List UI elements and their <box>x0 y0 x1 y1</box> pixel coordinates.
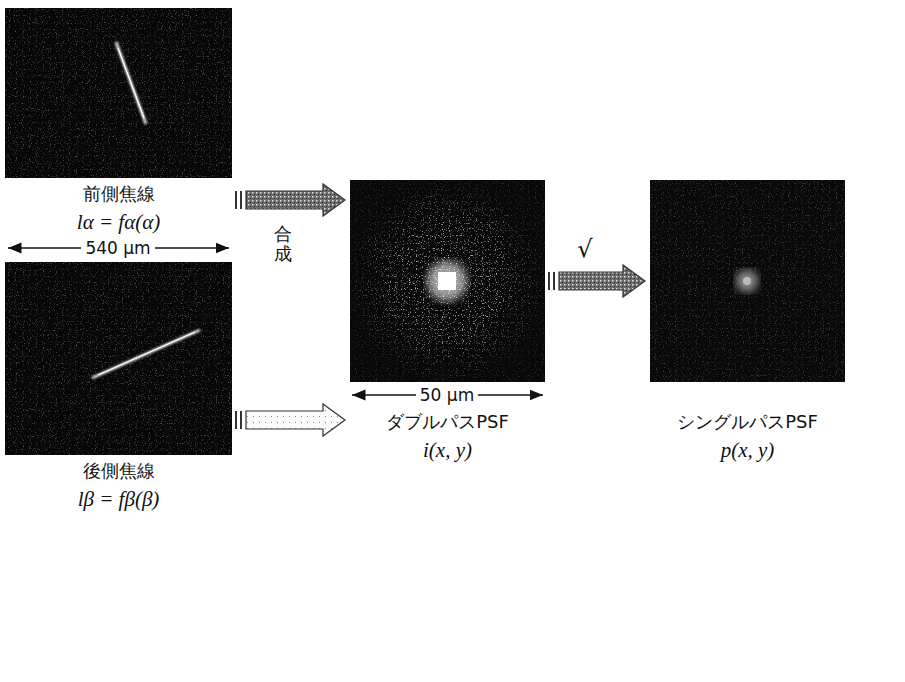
block-arrow <box>236 184 345 216</box>
arrow-tail-bar <box>548 272 550 290</box>
focal-line-panel: 後側焦線 lβ = fβ(β) <box>5 262 232 512</box>
edge-label: √ <box>577 235 592 263</box>
dimension-label: 50 μm <box>416 385 478 405</box>
panel-caption: 後側焦線 <box>83 459 155 483</box>
panel-caption: ダブルパスPSF <box>386 410 509 434</box>
block-arrow <box>236 404 345 436</box>
psf-panel: ダブルパスPSF i(x, y) <box>350 180 545 463</box>
arrow-tail-bar <box>553 272 555 290</box>
block-arrow <box>246 184 345 216</box>
focal-line-image <box>5 262 232 455</box>
formula: lβ = fβ(β) <box>78 487 160 512</box>
formula: p(x, y) <box>721 438 775 463</box>
panel-caption: 前側焦線 <box>83 182 155 206</box>
arrow-tail-bar <box>235 411 237 429</box>
arrow-tail-bar <box>235 191 237 209</box>
psf-panel: シングルパスPSF p(x, y) <box>650 180 845 463</box>
dimension-line <box>352 394 543 396</box>
dimension-label: 540 μm <box>81 238 154 258</box>
psf-image <box>650 180 845 382</box>
formula: lα = fα(α) <box>77 210 160 235</box>
dimension-line <box>8 247 229 249</box>
panel-caption: シングルパスPSF <box>677 410 818 434</box>
block-arrow <box>559 265 645 297</box>
focal-line-image <box>5 8 232 178</box>
edge-label: 合成 <box>274 224 292 264</box>
focal-line-panel: 前側焦線 lα = fα(α) <box>5 8 232 235</box>
arrow-tail-bar <box>240 191 242 209</box>
block-arrow <box>246 404 345 436</box>
formula: i(x, y) <box>423 438 472 463</box>
block-arrow <box>549 265 645 297</box>
arrow-tail-bar <box>240 411 242 429</box>
psf-image <box>350 180 545 382</box>
